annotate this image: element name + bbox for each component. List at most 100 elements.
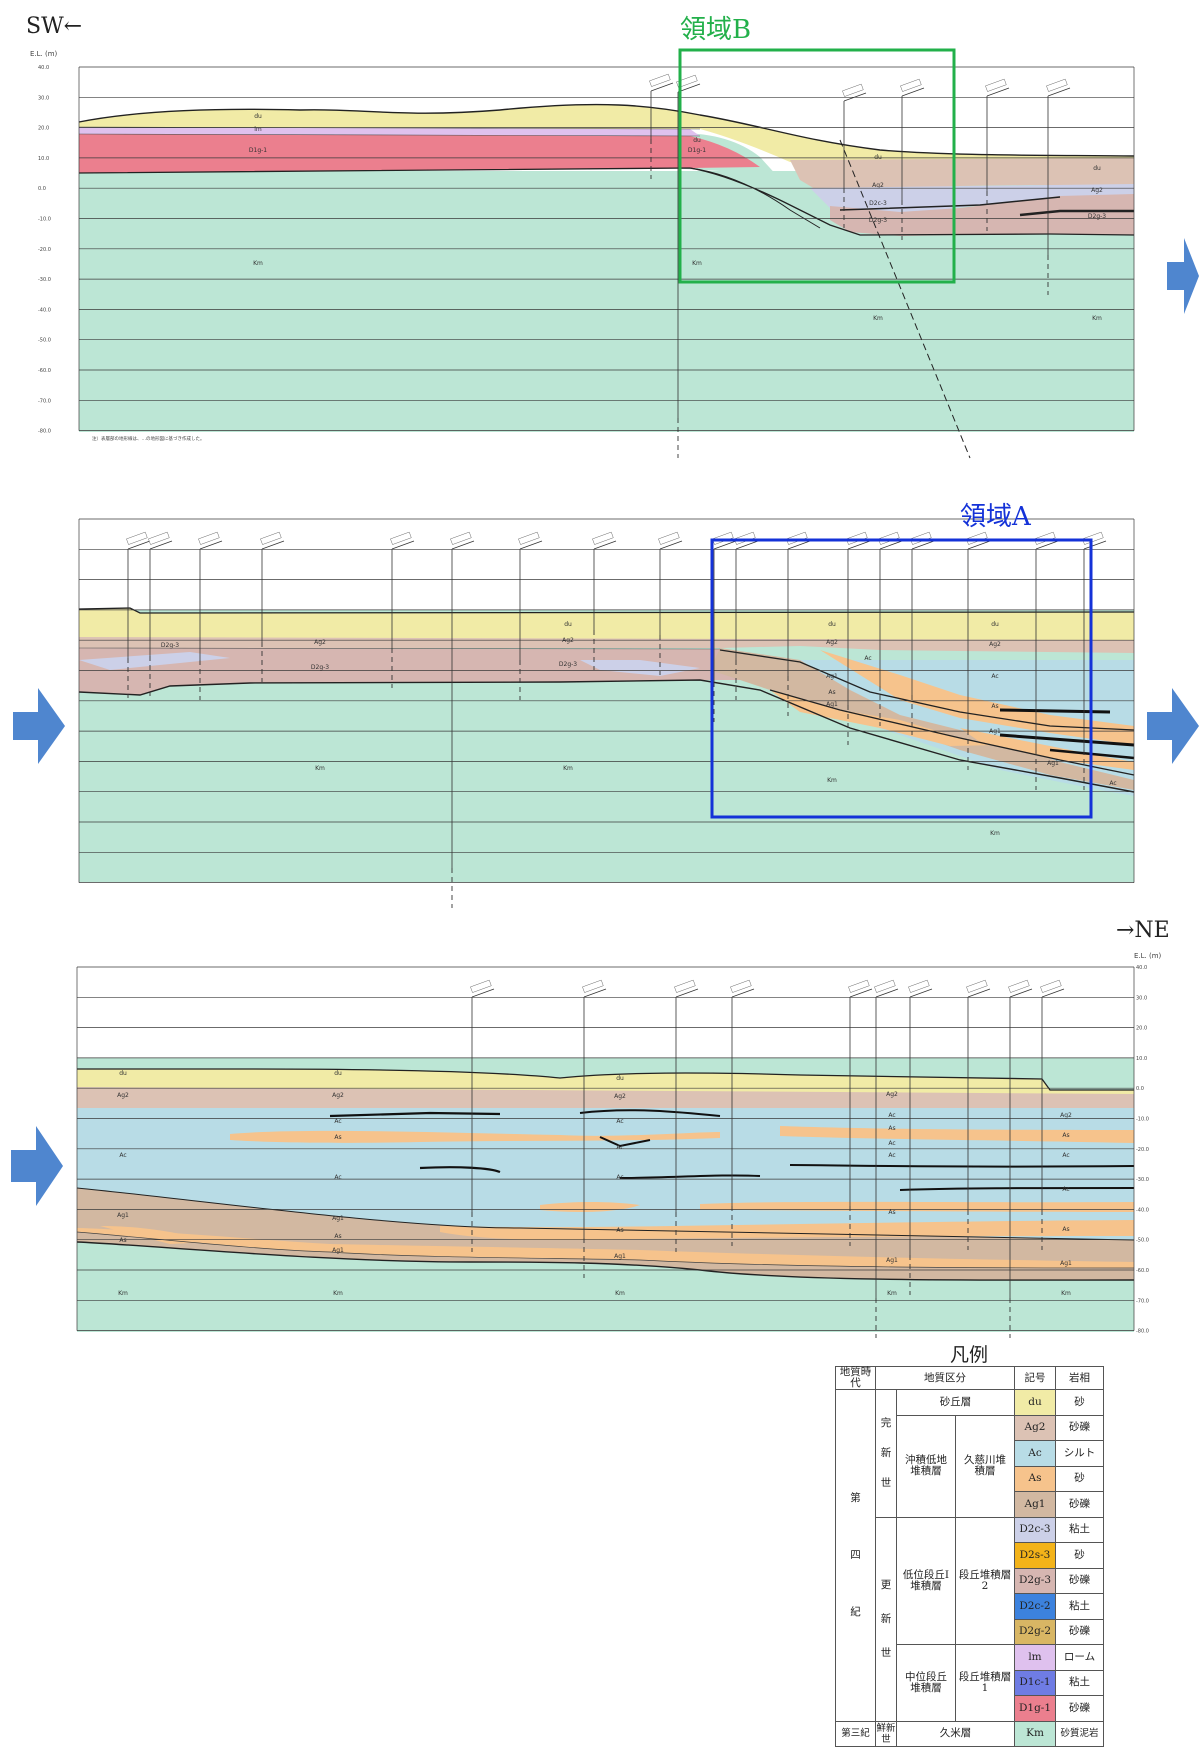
unit-du-2 <box>79 608 1134 640</box>
direction-sw-label: SW← <box>26 14 82 39</box>
unit-label: du <box>874 154 882 161</box>
legend-code-d2g-2: D2g-2 <box>1014 1618 1056 1645</box>
unit-label: As <box>334 1233 341 1240</box>
unit-label: Ac <box>1109 780 1116 787</box>
direction-ne-label: →NE <box>1116 918 1170 943</box>
unit-label: du <box>1093 165 1101 172</box>
legend-header-division: 地質区分 <box>875 1366 1015 1390</box>
unit-label: Km <box>253 260 263 267</box>
unit-label: Km <box>1061 1290 1071 1297</box>
unit-label: Ac <box>1062 1186 1069 1193</box>
legend-code-du: du <box>1014 1389 1056 1416</box>
legend-header-age: 地質時代 <box>835 1366 876 1390</box>
borehole-tag <box>848 979 870 993</box>
unit-label: du <box>334 1070 342 1077</box>
region-b-label: 領域B <box>680 15 751 45</box>
unit-label: Km <box>615 1290 625 1297</box>
unit-d2g-3-1 <box>830 194 1134 236</box>
legend-code-ag1: Ag1 <box>1014 1491 1056 1518</box>
elevation-tick-label: -70.0 <box>38 398 51 404</box>
unit-label: D1g-1 <box>688 147 706 154</box>
unit-label: Km <box>873 315 883 322</box>
unit-ag2-3 <box>77 1087 1134 1108</box>
borehole-tag <box>846 531 868 545</box>
elevation-tick-label: -40.0 <box>38 307 51 313</box>
elevation-tick-label: -20.0 <box>1136 1147 1149 1153</box>
legend-lith-d2c-2: 粘土 <box>1055 1593 1104 1620</box>
unit-label: As <box>119 1237 126 1244</box>
borehole-tag <box>734 531 756 545</box>
unit-label: Ag1 <box>1047 760 1059 767</box>
elevation-tick-label: -50.0 <box>1136 1238 1149 1244</box>
unit-label: Ag2 <box>826 639 838 646</box>
borehole-tag <box>450 531 472 545</box>
borehole-tag <box>730 979 752 993</box>
unit-label: lm <box>254 126 262 133</box>
unit-label: As <box>1062 1132 1069 1139</box>
unit-label: D2g-3 <box>1088 213 1106 220</box>
borehole-tag <box>1082 531 1104 545</box>
legend-code-d1c-1: D1c-1 <box>1014 1669 1056 1696</box>
legend-lith-d1g-1: 砂礫 <box>1055 1695 1104 1722</box>
unit-label: Ag1 <box>117 1212 129 1219</box>
unit-label: As <box>991 703 998 710</box>
legend-formation-terrace2: 段丘堆積層2 <box>955 1516 1015 1645</box>
unit-label: As <box>1062 1226 1069 1233</box>
elevation-tick-label: 20.0 <box>38 126 49 132</box>
unit-d2c-3 <box>810 184 1134 214</box>
unit-label: Ac <box>616 1144 623 1151</box>
unit-label: Ac <box>1062 1152 1069 1159</box>
elevation-tick-label: 0.0 <box>1136 1086 1144 1092</box>
elevation-tick-label: -60.0 <box>38 368 51 374</box>
legend-lith-d1c-1: 粘土 <box>1055 1669 1104 1696</box>
section-panel-2 <box>78 607 1135 882</box>
borehole-tag <box>1034 531 1056 545</box>
unit-ag1-2 <box>710 648 1134 790</box>
elevation-tick-label: 40.0 <box>1136 965 1147 971</box>
borehole-tag <box>518 531 540 545</box>
unit-label: Ag1 <box>989 728 1001 735</box>
region-a-label: 領域A <box>960 502 1032 532</box>
unit-label: D2g-3 <box>869 217 887 224</box>
unit-du-1 <box>79 104 1134 170</box>
elevation-tick-label: -20.0 <box>38 247 51 253</box>
unit-label: Ag1 <box>826 673 838 680</box>
unit-label: du <box>564 621 572 628</box>
legend-lith-ag1: 砂礫 <box>1055 1491 1104 1518</box>
region-a-box <box>710 538 1093 819</box>
legend-lith-ag2: 砂礫 <box>1055 1414 1104 1441</box>
elevation-tick-label: 20.0 <box>1136 1026 1147 1032</box>
borehole-tag <box>908 979 930 993</box>
unit-as-2 <box>820 650 1134 745</box>
legend-lith-d2g-3: 砂礫 <box>1055 1567 1104 1594</box>
unit-label: Km <box>563 765 573 772</box>
unit-label: Ag2 <box>332 1092 344 1099</box>
unit-label: Km <box>827 777 837 784</box>
legend-formation-lower-terrace: 低位段丘Ⅰ堆積層 <box>896 1516 956 1645</box>
borehole-tag <box>966 979 988 993</box>
unit-label: D1g-1 <box>249 147 267 154</box>
borehole-tag <box>712 531 734 545</box>
unit-label: As <box>888 1125 895 1132</box>
elevation-tick-label: 30.0 <box>38 95 49 101</box>
legend-code-d2s-3: D2s-3 <box>1014 1542 1056 1569</box>
unit-label: Ac <box>888 1140 895 1147</box>
borehole-tag <box>676 74 698 88</box>
unit-label: Ag2 <box>314 639 326 646</box>
unit-label: du <box>616 1075 624 1082</box>
unit-label: Ag1 <box>614 1253 626 1260</box>
unit-lm <box>79 127 700 136</box>
legend-header-code: 記号 <box>1014 1366 1056 1390</box>
unit-as-3 <box>77 1228 1134 1268</box>
elevation-tick-label: 10.0 <box>1136 1056 1147 1062</box>
unit-label: D2c-3 <box>869 200 887 207</box>
arrow-right-icon <box>11 1126 63 1206</box>
footnote: 注）表層部の地形線は、…の地形図に基づき作成した。 <box>92 435 205 442</box>
unit-label: du <box>693 137 701 144</box>
borehole-tag <box>900 78 922 92</box>
unit-label: Ac <box>119 1152 126 1159</box>
unit-label: Ag2 <box>562 637 574 644</box>
unit-label: Ag1 <box>1060 1260 1072 1267</box>
unit-label: Ac <box>888 1112 895 1119</box>
unit-label: Ac <box>334 1118 341 1125</box>
